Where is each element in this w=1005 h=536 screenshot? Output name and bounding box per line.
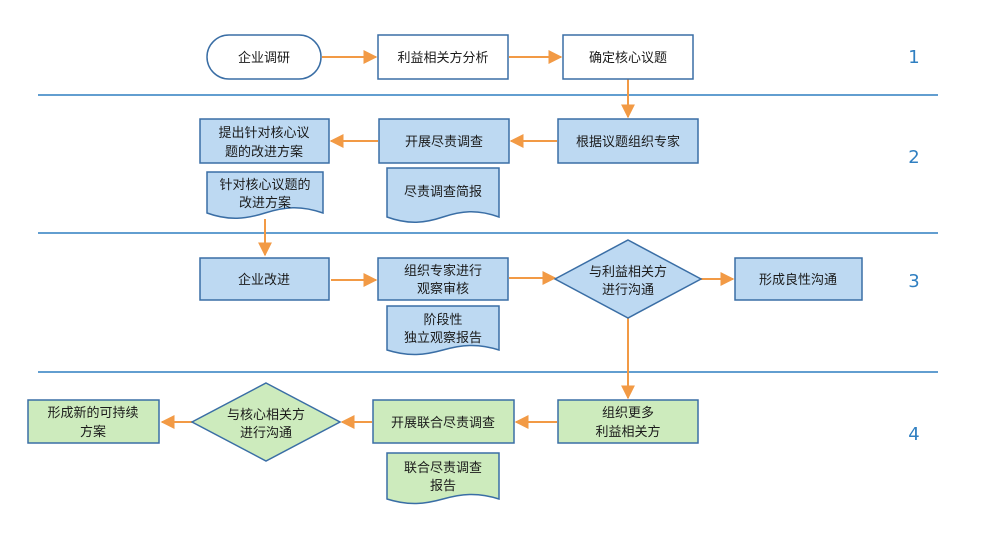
node-expert-observation-label-2: 观察审核 [417,282,469,297]
node-survey: 企业调研 [206,34,322,80]
doc-stage-report-label-1: 阶段性 [423,313,462,328]
node-joint-due-diligence-label: 开展联合尽责调查 [391,416,495,431]
node-core-issues-label: 确定核心议题 [589,51,667,66]
node-organize-experts: 根据议题组织专家 [557,118,699,164]
node-joint-due-diligence: 开展联合尽责调查 [372,399,515,444]
node-new-sustainable-plan-label-1: 形成新的可持续 [47,405,138,421]
row-number-4: 4 [908,424,919,445]
connectors [160,50,735,429]
decision-communicate-stakeholders-label-2: 进行沟通 [602,283,654,298]
node-good-communication: 形成良性沟通 [734,257,863,301]
node-expert-observation: 组织专家进行 观察审核 [377,257,509,301]
decision-communicate-stakeholders-label-1: 与利益相关方 [589,264,667,280]
node-enterprise-improve-label: 企业改进 [238,272,290,288]
node-more-stakeholders-label-1: 组织更多 [602,405,654,421]
node-propose-plan-label-1: 提出针对核心议 [218,125,309,141]
node-more-stakeholders: 组织更多 利益相关方 [557,399,699,444]
doc-improvement-plan: 针对核心议题的 改进方案 [206,171,324,219]
row-dividers [38,94,938,373]
node-enterprise-improve: 企业改进 [199,257,330,301]
node-propose-plan-label-2: 题的改进方案 [225,144,303,160]
node-survey-label: 企业调研 [238,50,290,66]
decision-communicate-stakeholders: 与利益相关方 进行沟通 [553,239,703,319]
decision-communicate-core-label-1: 与核心相关方 [227,407,305,423]
row-numbers: 1 2 3 4 [908,47,919,445]
node-organize-experts-label: 根据议题组织专家 [576,134,680,150]
node-more-stakeholders-label-2: 利益相关方 [595,424,660,440]
node-propose-plan: 提出针对核心议 题的改进方案 [199,118,330,164]
doc-due-brief-label: 尽责调查简报 [404,184,482,200]
row-number-1: 1 [908,47,919,68]
node-due-diligence: 开展尽责调查 [378,118,510,164]
doc-joint-report-label-1: 联合尽责调查 [404,461,482,476]
doc-improvement-plan-label-1: 针对核心议题的 [219,177,310,193]
node-core-issues: 确定核心议题 [562,34,694,80]
node-stakeholder-analysis-label: 利益相关方分析 [397,50,488,66]
doc-stage-report: 阶段性 独立观察报告 [386,305,500,356]
row-number-2: 2 [908,147,919,168]
node-new-sustainable-plan-label-2: 方案 [80,424,106,440]
node-good-communication-label: 形成良性沟通 [759,272,837,288]
doc-due-brief: 尽责调查简报 [386,167,500,223]
doc-stage-report-label-2: 独立观察报告 [404,331,482,346]
row-number-3: 3 [908,271,919,292]
node-stakeholder-analysis: 利益相关方分析 [377,34,509,80]
decision-communicate-core: 与核心相关方 进行沟通 [190,382,342,462]
doc-improvement-plan-label-2: 改进方案 [239,195,291,211]
doc-joint-report-label-2: 报告 [430,479,456,494]
node-new-sustainable-plan: 形成新的可持续 方案 [27,399,160,444]
node-expert-observation-label-1: 组织专家进行 [404,263,482,279]
doc-joint-report: 联合尽责调查 报告 [386,452,500,505]
node-due-diligence-label: 开展尽责调查 [405,135,483,150]
decision-communicate-core-label-2: 进行沟通 [240,426,292,441]
